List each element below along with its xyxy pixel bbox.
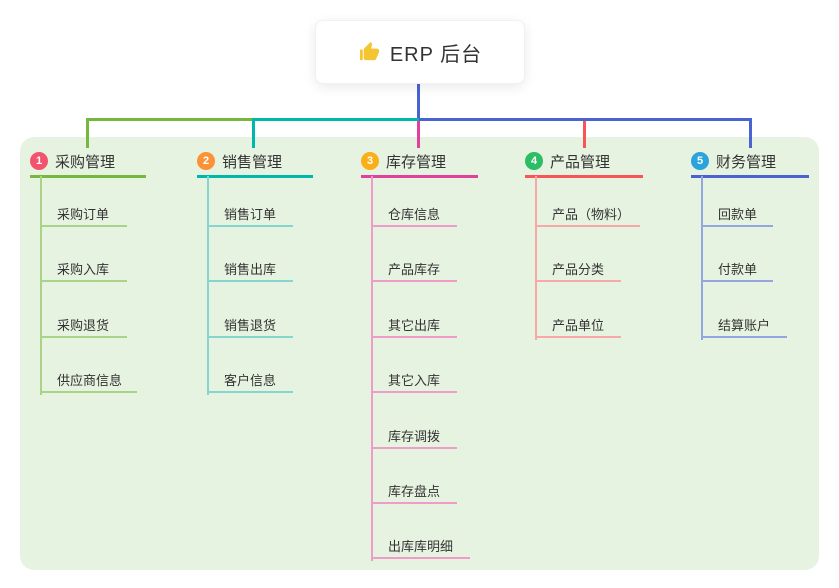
node-item[interactable]: 库存盘点 — [371, 481, 457, 504]
node-item-label: 回款单 — [718, 207, 758, 222]
node-item[interactable]: 产品单位 — [535, 315, 621, 338]
branch-header[interactable]: 4 产品管理 — [525, 148, 643, 174]
branch-header-label: 销售管理 — [222, 153, 283, 171]
branch-underline — [525, 175, 643, 178]
node-item[interactable]: 付款单 — [701, 259, 773, 282]
branch-finance: 5 财务管理 回款单 付款单 结算账户 — [691, 148, 809, 340]
node-item-label: 仓库信息 — [388, 207, 441, 222]
branch-header[interactable]: 3 库存管理 — [361, 148, 478, 174]
branch-spine — [40, 176, 42, 395]
branch-spine — [701, 176, 703, 340]
node-item-label: 采购订单 — [57, 207, 110, 222]
node-item-label: 付款单 — [718, 262, 758, 277]
branch-underline — [197, 175, 313, 178]
branch-header[interactable]: 1 采购管理 — [30, 148, 146, 174]
connector-drop-inventory — [417, 121, 420, 148]
branch-inventory: 3 库存管理 仓库信息 产品库存 其它出库 其它入库 库存调拨 库存盘点 出库库… — [361, 148, 478, 561]
branch-header[interactable]: 5 财务管理 — [691, 148, 809, 174]
node-item-label: 销售订单 — [224, 207, 277, 222]
branch-underline — [30, 175, 146, 178]
branch-purchase: 1 采购管理 采购订单 采购入库 采购退货 供应商信息 — [30, 148, 146, 395]
node-item-label: 产品库存 — [388, 262, 441, 277]
branch-underline — [691, 175, 809, 178]
node-item[interactable]: 采购退货 — [40, 315, 127, 338]
branch-index-badge: 1 — [30, 152, 48, 170]
node-item-label: 库存调拨 — [388, 429, 441, 444]
node-item-label: 销售退货 — [224, 318, 277, 333]
node-item[interactable]: 采购入库 — [40, 259, 127, 282]
node-item[interactable]: 采购订单 — [40, 204, 127, 227]
node-item[interactable]: 客户信息 — [207, 370, 293, 393]
node-item[interactable]: 库存调拨 — [371, 426, 457, 449]
node-item[interactable]: 销售退货 — [207, 315, 293, 338]
node-item-label: 销售出库 — [224, 262, 277, 277]
connector-bus-right — [419, 118, 752, 121]
branch-index-badge: 5 — [691, 152, 709, 170]
root-node-label: ERP 后台 — [389, 43, 483, 66]
node-item-label: 出库库明细 — [388, 539, 454, 554]
node-item[interactable]: 其它出库 — [371, 315, 457, 338]
branch-index-badge: 4 — [525, 152, 543, 170]
node-item[interactable]: 销售出库 — [207, 259, 293, 282]
branch-spine — [535, 176, 537, 340]
connector-drop-finance — [749, 118, 752, 148]
branch-header[interactable]: 2 销售管理 — [197, 148, 313, 174]
branch-spine — [207, 176, 209, 395]
connector-drop-sales — [252, 118, 255, 148]
branch-header-label: 产品管理 — [550, 153, 611, 171]
node-item[interactable]: 其它入库 — [371, 370, 457, 393]
node-item-label: 产品单位 — [552, 318, 605, 333]
node-item[interactable]: 产品分类 — [535, 259, 621, 282]
branch-header-label: 采购管理 — [55, 153, 116, 171]
node-item-label: 其它出库 — [388, 318, 441, 333]
node-item[interactable]: 结算账户 — [701, 315, 787, 338]
connector-root — [417, 82, 420, 120]
node-item[interactable]: 回款单 — [701, 204, 773, 227]
branch-sales: 2 销售管理 销售订单 销售出库 销售退货 客户信息 — [197, 148, 313, 395]
branch-header-label: 财务管理 — [716, 153, 777, 171]
node-item-label: 库存盘点 — [388, 484, 441, 499]
node-item-label: 采购退货 — [57, 318, 110, 333]
branch-spine — [371, 176, 373, 561]
branches-panel — [20, 137, 819, 570]
node-item[interactable]: 供应商信息 — [40, 370, 137, 393]
branch-index-badge: 2 — [197, 152, 215, 170]
connector-bus-left — [86, 118, 253, 121]
node-item-label: 结算账户 — [718, 318, 771, 333]
branch-index-badge: 3 — [361, 152, 379, 170]
branch-header-label: 库存管理 — [386, 153, 447, 171]
node-item-label: 产品分类 — [552, 262, 605, 277]
connector-bus-mid — [253, 118, 419, 121]
node-item-label: 其它入库 — [388, 373, 441, 388]
node-item[interactable]: 销售订单 — [207, 204, 293, 227]
node-item[interactable]: 出库库明细 — [371, 536, 470, 559]
node-item-label: 客户信息 — [224, 373, 277, 388]
branch-product: 4 产品管理 产品（物料） 产品分类 产品单位 — [525, 148, 643, 340]
node-item[interactable]: 产品库存 — [371, 259, 457, 282]
root-node[interactable]: ERP 后台 — [315, 20, 525, 84]
branch-underline — [361, 175, 478, 178]
connector-drop-product — [583, 121, 586, 148]
connector-drop-purchase — [86, 118, 89, 148]
node-item-label: 采购入库 — [57, 262, 110, 277]
node-item[interactable]: 仓库信息 — [371, 204, 457, 227]
thumbs-up-icon — [358, 41, 381, 64]
node-item-label: 供应商信息 — [57, 373, 123, 388]
node-item[interactable]: 产品（物料） — [535, 204, 640, 227]
node-item-label: 产品（物料） — [552, 207, 631, 222]
